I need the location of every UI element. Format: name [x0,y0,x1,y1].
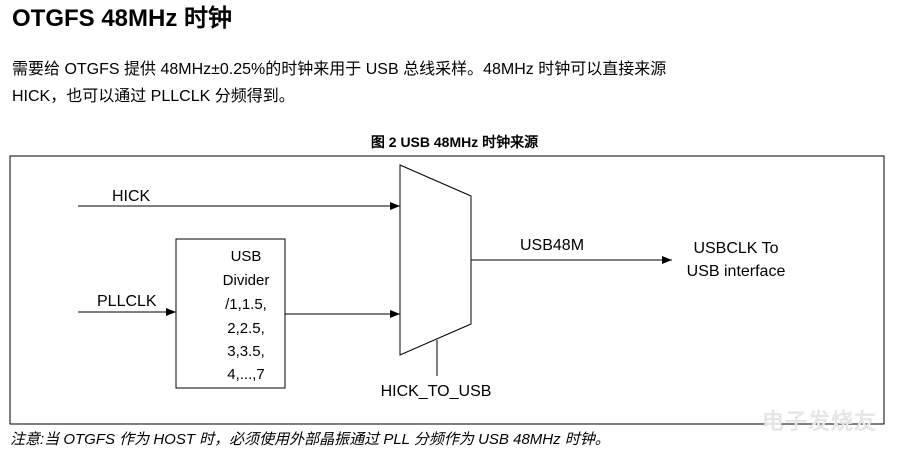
figure-frame [9,155,885,425]
usb-divider-text: USB Divider /1,1.5, 2,2.5, 3,3.5, 4,...,… [223,248,270,383]
hick-label: HICK [112,188,151,205]
usbclk-destination-line-1: USBCLK To [693,240,778,257]
page-heading: OTGFS 48MHz 时钟 [12,5,233,32]
description-line-1: 需要给 OTGFS 提供 48MHz±0.25%的时钟来用于 USB 总线采样。… [12,61,667,78]
divider-line-5: 3,3.5, [227,343,265,360]
description-line-2: HICK，也可以通过 PLLCLK 分频得到。 [12,88,295,105]
usb-divider-box [175,238,286,389]
divider-line-3: /1,1.5, [225,296,267,313]
usb48m-label: USB48M [520,237,584,254]
usbclk-destination-line-2: USB interface [687,263,786,280]
divider-line-4: 2,2.5, [227,320,265,337]
watermark-logo: 电子发烧友 [762,409,878,434]
divider-line-6: 4,...,7 [227,366,265,383]
hick-to-usb-label: HICK_TO_USB [381,383,492,400]
divider-line-1: USB [231,248,262,265]
pllclk-label: PLLCLK [97,293,157,310]
divider-line-2: Divider [223,272,270,289]
clock-mux [399,164,472,356]
description-paragraph: 需要给 OTGFS 提供 48MHz±0.25%的时钟来用于 USB 总线采样。… [12,56,892,110]
note-text: 注意:当 OTGFS 作为 HOST 时，必须使用外部晶振通过 PLL 分频作为… [10,431,610,448]
figure-caption: 图 2 USB 48MHz 时钟来源 [370,134,539,150]
